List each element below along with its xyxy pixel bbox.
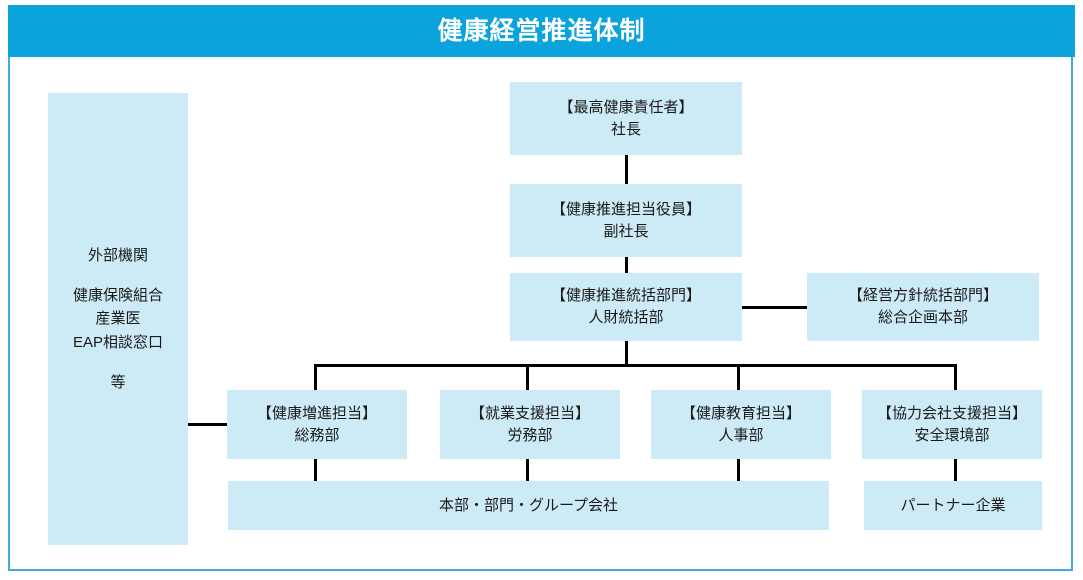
- node-health-promotion-hq-role: 【健康推進統括部門】: [550, 287, 701, 305]
- header-banner: 健康経営推進体制: [8, 5, 1075, 57]
- node-group-companies: 本部・部門・グループ会社: [228, 481, 829, 530]
- connector-bus-to-dept3: [737, 364, 740, 390]
- node-dept-safety-environment: 【協力会社支援担当】 安全環境部: [862, 390, 1042, 459]
- node-health-exec-title: 副社長: [603, 222, 649, 240]
- connector-bus-to-dept2: [526, 364, 529, 390]
- external-panel-item-2: EAP相談窓口: [72, 333, 163, 351]
- node-management-policy-hq-title: 総合企画本部: [877, 309, 968, 326]
- node-dept-labor: 【就業支援担当】 労務部: [440, 390, 620, 459]
- page-title: 健康経営推進体制: [437, 16, 646, 45]
- external-panel-item-0: 健康保険組合: [72, 287, 163, 305]
- node-dept-human-resources-role: 【健康教育担当】: [680, 404, 801, 422]
- connector-exec-to-hr-hq: [625, 257, 628, 273]
- node-management-policy-hq: 【経営方針統括部門】 総合企画本部: [807, 273, 1039, 341]
- external-panel-heading: 外部機関: [87, 246, 148, 264]
- connector-bus-to-dept1: [314, 364, 317, 390]
- connector-hr-hq-to-planning-hq: [742, 306, 808, 309]
- external-panel-item-1: 産業医: [95, 310, 141, 328]
- node-dept-safety-environment-title: 安全環境部: [914, 426, 990, 444]
- external-panel-footer: 等: [110, 373, 126, 391]
- node-management-policy-hq-role: 【経営方針統括部門】: [847, 287, 998, 305]
- connector-dept1-to-group: [314, 459, 317, 481]
- connector-dept4-to-partner: [954, 459, 957, 481]
- node-health-exec-role: 【健康推進担当役員】: [550, 200, 701, 218]
- node-health-promotion-hq: 【健康推進統括部門】 人財統括部: [510, 273, 742, 341]
- node-ceo: 【最高健康責任者】 社長: [510, 82, 742, 155]
- node-health-exec: 【健康推進担当役員】 副社長: [510, 184, 742, 257]
- node-dept-labor-title: 労務部: [507, 426, 553, 444]
- connector-bus-to-dept4: [954, 364, 957, 390]
- node-dept-safety-environment-role: 【協力会社支援担当】: [876, 404, 1027, 422]
- node-partner-companies-title: パートナー企業: [900, 496, 1006, 514]
- node-dept-human-resources: 【健康教育担当】 人事部: [651, 390, 831, 459]
- connector-ceo-to-exec: [625, 155, 628, 185]
- node-group-companies-title: 本部・部門・グループ会社: [438, 496, 619, 514]
- connector-distribution-bus: [314, 364, 957, 367]
- connector-hr-hq-to-bus: [625, 341, 628, 366]
- node-health-promotion-hq-title: 人財統括部: [588, 309, 664, 326]
- node-dept-labor-role: 【就業支援担当】: [469, 404, 590, 422]
- node-dept-general-affairs: 【健康増進担当】 総務部: [227, 390, 407, 459]
- connector-dept3-to-group: [737, 459, 740, 481]
- node-ceo-role: 【最高健康責任者】: [558, 98, 694, 116]
- node-ceo-title: 社長: [610, 120, 641, 138]
- node-partner-companies: パートナー企業: [864, 481, 1042, 530]
- node-dept-general-affairs-title: 総務部: [294, 426, 340, 444]
- connector-dept2-to-group: [526, 459, 529, 481]
- node-dept-general-affairs-role: 【健康増進担当】: [256, 404, 377, 422]
- node-dept-human-resources-title: 人事部: [718, 426, 764, 444]
- connector-external-to-dept1: [188, 423, 228, 426]
- external-organizations-panel: 外部機関 健康保険組合 産業医 EAP相談窓口 等: [48, 93, 188, 545]
